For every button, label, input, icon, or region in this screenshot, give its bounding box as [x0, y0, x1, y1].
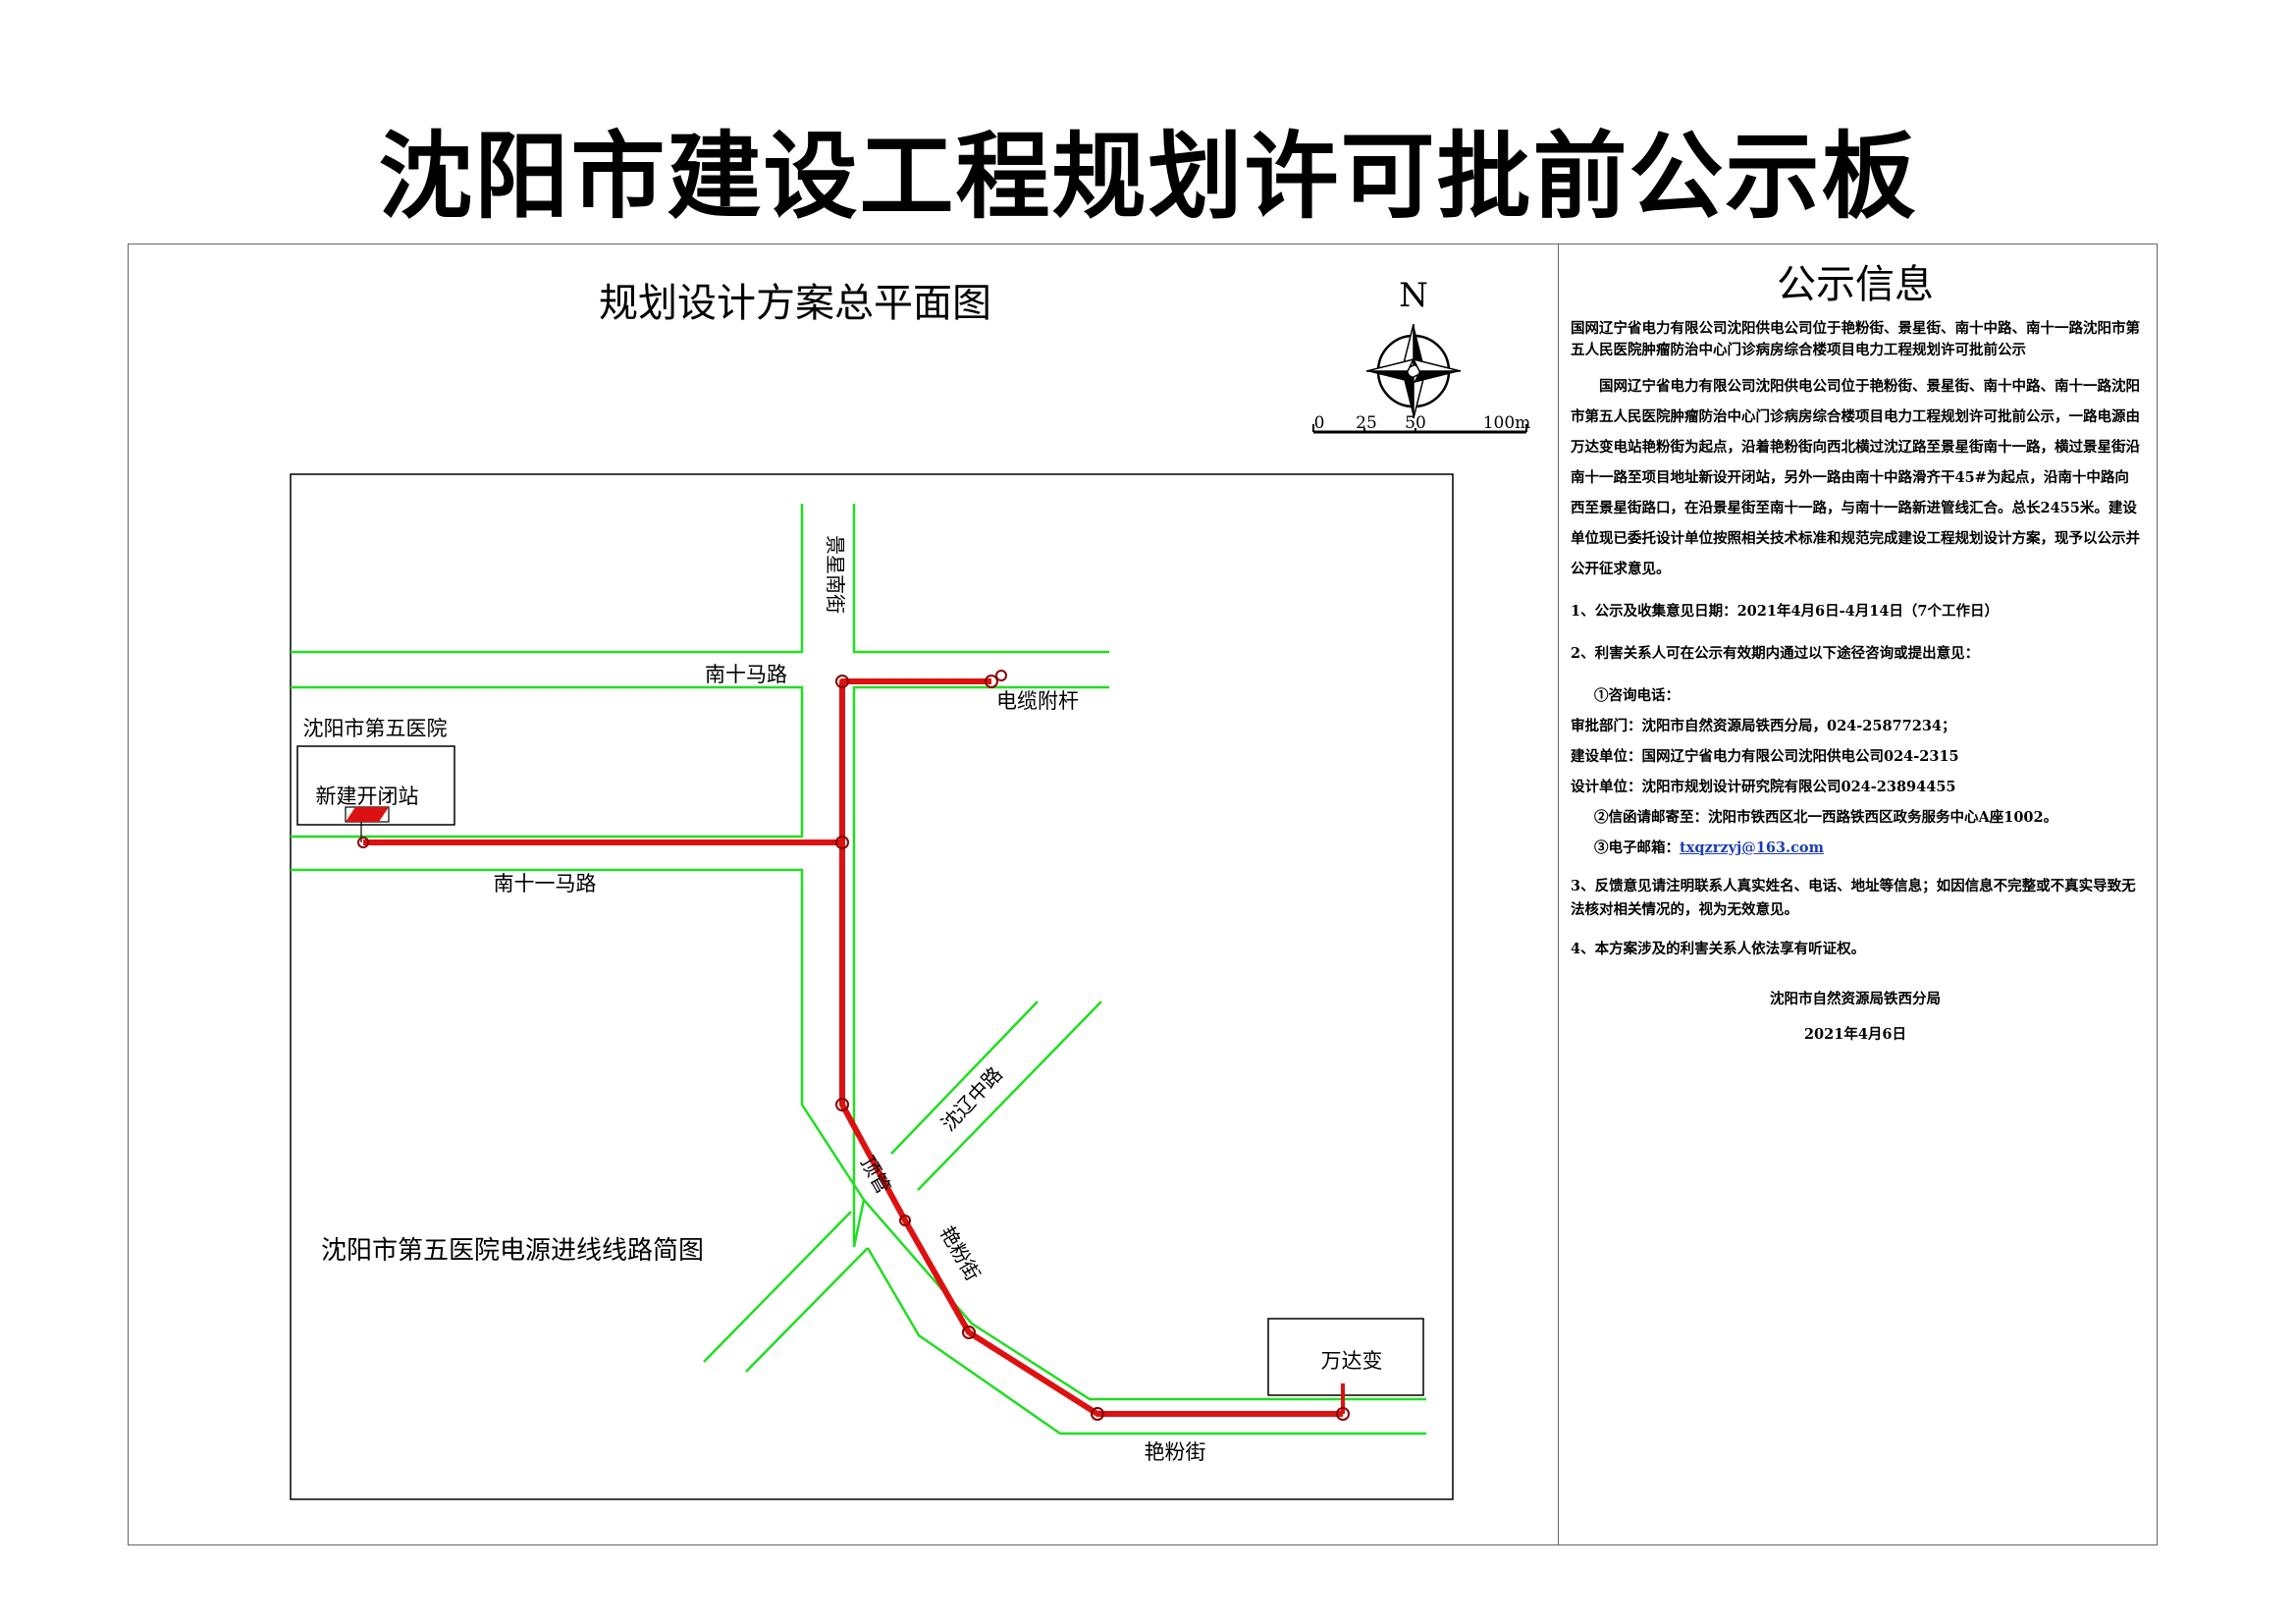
approval-line: 审批部门：沈阳市自然资源局铁西分局，024-25877234； [1571, 711, 2140, 741]
map-frame [290, 473, 1454, 1500]
north-label: N [1399, 276, 1428, 315]
scale-tick-0: 0 [1314, 413, 1325, 433]
node-yanfen-bend [962, 1326, 976, 1339]
builder-line: 建设单位：国网辽宁省电力有限公司沈阳供电公司024-2315 [1571, 741, 2140, 772]
page-title: 沈阳市建设工程规划许可批前公示板 [378, 121, 1918, 232]
wanda-substation-building [1267, 1318, 1424, 1396]
road-shenliao-upper [890, 1001, 1039, 1155]
email-line: ③电子邮箱：txqzrzyj@163.com [1571, 833, 2140, 863]
road-jingxing-east [852, 685, 1109, 1247]
notice-item-3: 3、反馈意见请注明联系人真实姓名、电话、地址等信息；如因信息不完整或不真实导致无… [1571, 878, 2136, 918]
designer-value: 沈阳市规划设计研究院有限公司024-23894455 [1641, 779, 1956, 795]
scale-tick-50: 50 [1405, 413, 1426, 433]
scale-tick-25: 25 [1356, 413, 1377, 433]
label-nanshima: 南十马路 [705, 663, 787, 686]
notice-lead: 国网辽宁省电力有限公司沈阳供电公司位于艳粉街、景星街、南十中路、南十一路沈阳市第… [1571, 320, 2140, 358]
approval-value: 沈阳市自然资源局铁西分局，024-25877234； [1641, 718, 1956, 734]
node-yanfen-corner [1091, 1407, 1104, 1421]
label-hospital: 沈阳市第五医院 [303, 717, 448, 740]
north-arrow-icon: N [1365, 276, 1462, 419]
scale-tick-100m: 100m [1483, 413, 1531, 433]
road-jingxing-west-upper [291, 504, 804, 654]
board-frame [128, 244, 2158, 1545]
map-caption: 沈阳市第五医院电源进线线路简图 [321, 1236, 704, 1266]
notice-item-4: 4、本方案涉及的利害关系人依法享有听证权。 [1571, 941, 1866, 957]
notice-panel: 公示信息 国网辽宁省电力有限公司沈阳供电公司位于艳粉街、景星街、南十中路、南十一… [1571, 257, 2140, 1053]
road-yanfen-south [866, 1247, 1426, 1435]
node-wanda [1336, 1407, 1350, 1421]
email-link[interactable]: txqzrzyj@163.com [1680, 839, 1824, 856]
email-label: ③电子邮箱： [1594, 839, 1680, 856]
label-jingxing: 景星南街 [824, 535, 847, 614]
label-new-station: 新建开闭站 [316, 785, 419, 808]
label-shenliao: 沈辽中路 [936, 1062, 1007, 1136]
label-cable-pole: 电缆附杆 [996, 689, 1079, 713]
label-wanda: 万达变 [1321, 1349, 1383, 1373]
road-shenliao-upper-2 [917, 1001, 1102, 1191]
plan-title: 规划设计方案总平面图 [599, 281, 991, 326]
signoff-org: 沈阳市自然资源局铁西分局 [1770, 991, 1941, 1007]
panel-divider [1558, 244, 1559, 1545]
notice-item-2: 2、利害关系人可在公示有效期内通过以下途径咨询或提出意见： [1571, 645, 1980, 662]
road-jingxing-west-lower [291, 868, 866, 1248]
node-cable-pole-top [995, 670, 1007, 681]
notice-title: 公示信息 [1777, 262, 1934, 307]
road-jingxing-west-mid [291, 685, 804, 839]
hospital-building [296, 745, 455, 826]
label-yanfen-bottom: 艳粉街 [1145, 1440, 1206, 1464]
switching-station-icon [345, 806, 390, 842]
signoff-date: 2021年4月6日 [1803, 1026, 1907, 1043]
designer-label: 设计单位： [1571, 779, 1642, 795]
node-dingguan [899, 1215, 911, 1226]
road-network [291, 504, 1426, 1435]
mail-address: ②信函请邮寄至：沈阳市铁西区北一西路铁西区政务服务中心A座1002。 [1594, 809, 2058, 826]
notice-body: 国网辽宁省电力有限公司沈阳供电公司位于艳粉街、景星街、南十中路、南十一路沈阳市第… [1571, 378, 2140, 577]
node-jingxing-south [835, 1098, 849, 1111]
builder-value: 国网辽宁省电力有限公司沈阳供电公司024-2315 [1641, 748, 1959, 765]
road-jingxing-east-upper [852, 504, 1109, 654]
approval-label: 审批部门： [1571, 718, 1642, 734]
designer-line: 设计单位：沈阳市规划设计研究院有限公司024-23894455 [1571, 772, 2140, 802]
site-plan-map: N 0 25 50 100m [290, 276, 1531, 1500]
road-shenliao-lower-2 [745, 1247, 869, 1373]
builder-label: 建设单位： [1571, 748, 1642, 765]
node-cable-pole [985, 675, 998, 688]
road-shenliao-lower [703, 1211, 852, 1363]
node-jingxing-nanshima [835, 675, 849, 688]
label-nanshiyima: 南十一马路 [494, 872, 597, 895]
scale-bar: 0 25 50 100m [1312, 413, 1531, 434]
road-yanfen-north [863, 1199, 1426, 1401]
notice-item-1: 1、公示及收集意见日期：2021年4月6日-4月14日（7个工作日） [1571, 603, 1999, 620]
label-yanfen-diagonal: 艳粉街 [935, 1222, 986, 1285]
cable-nodes [357, 670, 1350, 1421]
phone-heading: ①咨询电话： [1594, 687, 1680, 704]
node-jingxing-nanshiyima [835, 836, 849, 849]
signoff: 沈阳市自然资源局铁西分局 2021年4月6日 [1571, 982, 2140, 1053]
node-station [357, 837, 369, 848]
